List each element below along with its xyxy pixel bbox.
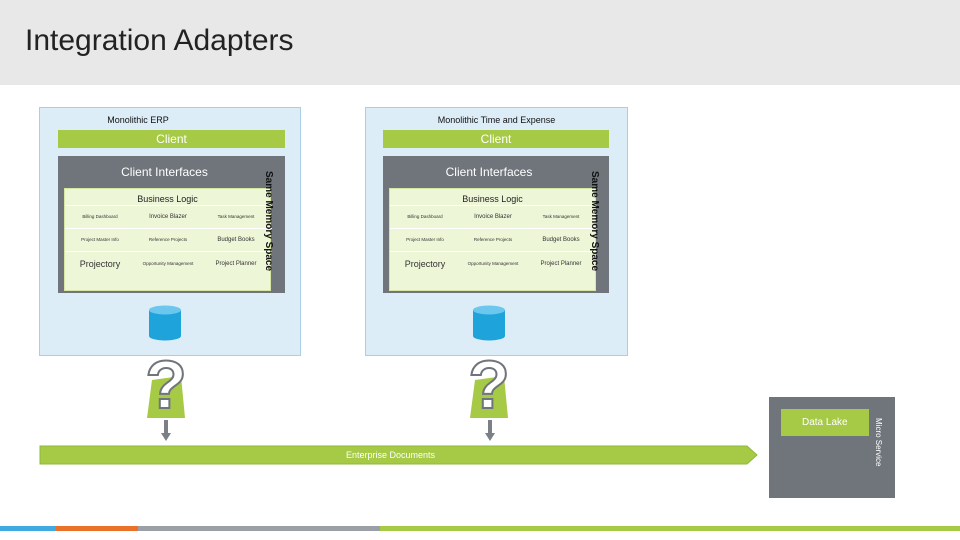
module-cell: Project Planner xyxy=(540,261,582,267)
system-title: Monolithic ERP xyxy=(107,115,169,125)
module-cell: Project Master Info xyxy=(81,237,119,242)
module-cell: Reference Projects xyxy=(473,237,513,242)
row-divider xyxy=(390,251,597,252)
module-cell: Reference Projects xyxy=(148,237,188,242)
module-cell: Billing Dashboard xyxy=(82,214,118,219)
business-logic-label: Business Logic xyxy=(137,194,198,204)
module-cell: Budget Books xyxy=(217,237,255,243)
footer-segment xyxy=(138,526,380,531)
module-cell: Opportunity Management xyxy=(142,261,194,266)
module-cell: Task Management xyxy=(217,214,255,219)
memory-space-label: Same Memory Space xyxy=(589,171,600,272)
system-title: Monolithic Time and Expense xyxy=(437,115,556,125)
client-interfaces-label: Client Interfaces xyxy=(121,165,208,179)
row-divider xyxy=(65,228,272,229)
module-cell: Projectory xyxy=(404,259,446,269)
database-icon xyxy=(473,305,505,341)
row-divider xyxy=(390,228,597,229)
data-lake-box: Data Lake xyxy=(781,409,869,436)
database-icon xyxy=(149,305,181,341)
row-divider xyxy=(390,205,597,206)
system-box-erp: Monolithic ERP Client Client Interfaces … xyxy=(39,107,301,356)
arrow-down-icon xyxy=(161,420,171,441)
business-logic-label: Business Logic xyxy=(462,194,523,204)
adapter-unknown-right: ? xyxy=(464,346,514,424)
footer-segment xyxy=(0,526,56,531)
module-cell: Invoice Blazer xyxy=(474,214,512,220)
module-cell: Projectory xyxy=(79,259,121,269)
enterprise-documents-label: Enterprise Documents xyxy=(346,450,436,460)
module-cell: Billing Dashboard xyxy=(407,214,443,219)
module-cell: Budget Books xyxy=(542,237,580,243)
business-logic-box: Business Logic Billing Dashboard Invoice… xyxy=(64,188,272,291)
module-cell: Invoice Blazer xyxy=(149,214,187,220)
row-divider xyxy=(65,205,272,206)
adapter-unknown-left: ? xyxy=(141,346,191,424)
question-mark-icon: ? xyxy=(144,346,188,424)
module-cell: Project Master Info xyxy=(406,237,444,242)
module-cell: Task Management xyxy=(542,214,580,219)
arrow-down-icon xyxy=(485,420,495,441)
micro-service-label: Micro Service xyxy=(874,418,883,467)
client-interfaces-label: Client Interfaces xyxy=(445,165,533,179)
footer-segment xyxy=(56,526,138,531)
question-mark-icon: ? xyxy=(467,346,511,424)
client-bar: Client xyxy=(383,130,609,148)
footer-segment xyxy=(380,526,960,531)
module-cell: Project Planner xyxy=(215,261,257,267)
title-bar: Integration Adapters xyxy=(0,0,960,85)
memory-space-label: Same Memory Space xyxy=(263,171,274,272)
module-cell: Opportunity Management xyxy=(467,261,519,266)
row-divider xyxy=(65,251,272,252)
client-bar: Client xyxy=(58,130,285,148)
enterprise-documents-arrow xyxy=(39,445,758,465)
slide-title: Integration Adapters xyxy=(25,24,294,57)
business-logic-box: Business Logic Billing Dashboard Invoice… xyxy=(389,188,597,291)
